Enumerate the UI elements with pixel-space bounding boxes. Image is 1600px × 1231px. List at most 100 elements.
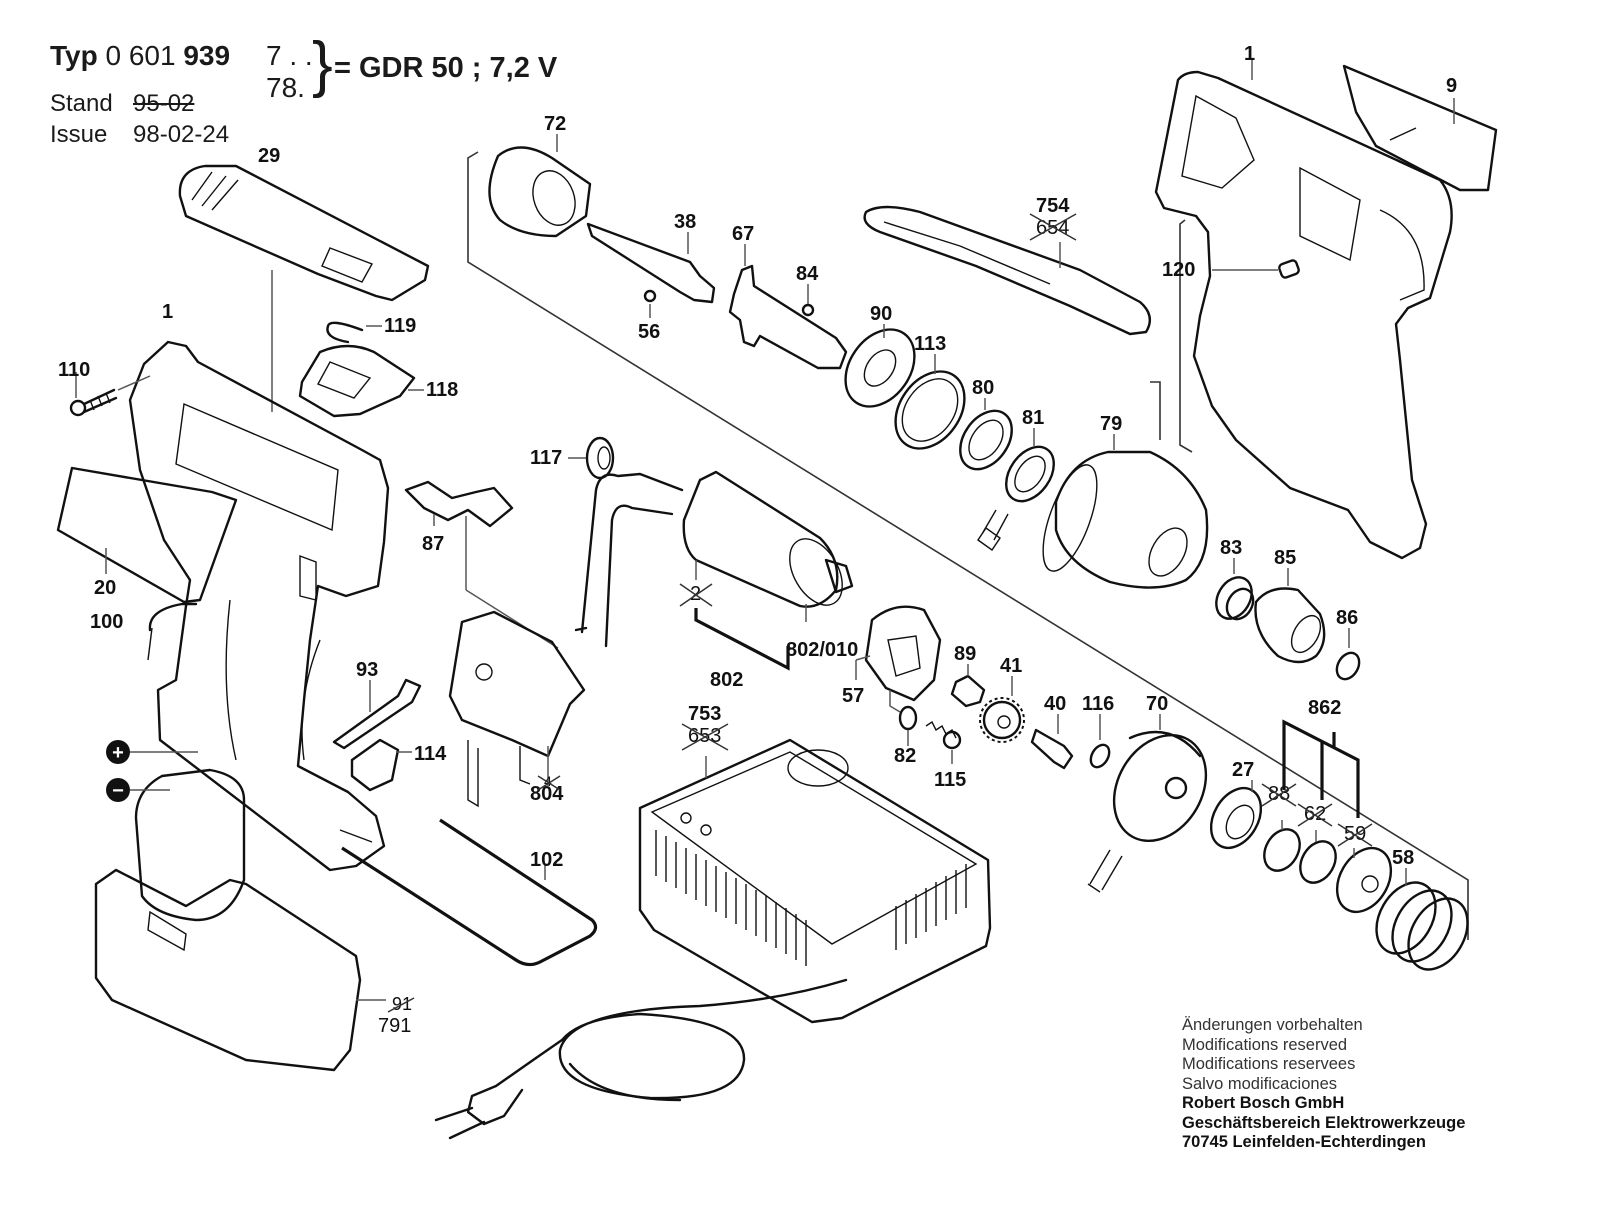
label-90: 90 — [870, 303, 892, 325]
footer-line-de: Änderungen vorbehalten — [1182, 1016, 1363, 1034]
part-80-needle-sleeve — [959, 398, 1013, 471]
label-38: 38 — [674, 211, 696, 233]
label-4-struck: 4 — [544, 773, 552, 789]
part-29-battery-cover — [178, 164, 430, 412]
label-119: 119 — [384, 315, 416, 337]
label-79: 79 — [1100, 413, 1122, 435]
power-cord — [434, 978, 848, 1140]
label-67: 67 — [732, 223, 754, 245]
part-89-bush — [950, 664, 986, 708]
brace: } — [312, 30, 333, 99]
part-72-anvil-sleeve — [488, 134, 592, 238]
part-87-switch-slider — [404, 480, 559, 649]
part-85-sleeve — [1254, 568, 1326, 664]
part-88-bearing-ring — [1263, 820, 1301, 872]
typ-number-bold: 939 — [183, 40, 231, 71]
variant-suffix-2: 78. — [266, 72, 305, 103]
part-117-seal — [568, 436, 615, 480]
stand-label: Stand — [50, 90, 113, 117]
part-110-screw — [69, 372, 151, 417]
part-27-ball-bearing — [1209, 780, 1263, 850]
label-791: 791 — [378, 1015, 411, 1037]
part-82-washer — [889, 690, 918, 746]
label-120: 120 — [1162, 259, 1195, 281]
model-designation: = GDR 50 ; 7,2 V — [334, 52, 558, 84]
label-115: 115 — [934, 769, 966, 791]
label-58: 58 — [1392, 847, 1414, 869]
part-9-nameplate — [1342, 64, 1498, 192]
footer-line-es: Salvo modificaciones — [1182, 1074, 1337, 1093]
label-70: 70 — [1146, 693, 1168, 715]
group-862-bracket — [1282, 719, 1360, 818]
minus-terminal-icon — [106, 778, 130, 802]
label-116: 116 — [1082, 693, 1114, 715]
label-83: 83 — [1220, 537, 1242, 559]
label-100: 100 — [90, 611, 123, 633]
footer-address: 70745 Leinfelden-Echterdingen — [1182, 1133, 1426, 1151]
label-102: 102 — [530, 849, 563, 871]
part-labels: 1 9 1 20 27 29 38 40 41 56 57 58 67 70 7… — [58, 43, 1457, 1037]
issue-value: 98-02-24 — [133, 121, 230, 148]
typ-label: Typ — [50, 40, 98, 71]
label-1-left: 1 — [162, 301, 173, 323]
part-86-retaining-ring — [1335, 628, 1361, 681]
part-90-washer — [844, 324, 916, 408]
label-40: 40 — [1044, 693, 1066, 715]
part-114-bit-holder — [350, 738, 412, 792]
label-84: 84 — [796, 263, 819, 285]
label-20: 20 — [94, 577, 116, 599]
label-93: 93 — [356, 659, 378, 681]
label-754: 754 — [1036, 195, 1070, 217]
footer-line-en: Modifications reserved — [1182, 1035, 1348, 1054]
label-110: 110 — [58, 359, 90, 381]
label-62-struck: 62 — [1304, 803, 1326, 825]
label-87: 87 — [422, 533, 444, 555]
part-754-wrist-strap — [863, 205, 1152, 336]
part-81-sealing-ring — [977, 428, 1055, 551]
label-753: 753 — [688, 703, 721, 725]
part-40-shaft-pin — [1030, 714, 1074, 770]
label-9: 9 — [1446, 75, 1457, 97]
part-113-o-ring — [894, 354, 966, 450]
label-85: 85 — [1274, 547, 1296, 569]
label-86: 86 — [1336, 607, 1358, 629]
label-89: 89 — [954, 643, 976, 665]
plus-terminal-icon — [106, 740, 130, 764]
label-29: 29 — [258, 145, 280, 167]
part-118-latch — [298, 344, 416, 418]
part-70-hammer-disc — [1087, 714, 1208, 893]
part-58-compression-spring — [1375, 868, 1469, 971]
label-862: 862 — [1308, 697, 1341, 719]
label-82: 82 — [894, 745, 916, 767]
part-116-circlip — [1089, 714, 1111, 769]
label-80: 80 — [972, 377, 994, 399]
label-56: 56 — [638, 321, 660, 343]
part-115-spring — [925, 720, 962, 764]
variant-suffix-1: 7 . . — [266, 40, 313, 71]
label-81: 81 — [1022, 407, 1044, 429]
label-72: 72 — [544, 113, 566, 135]
label-27: 27 — [1232, 759, 1254, 781]
minus-terminal-label: − — [112, 780, 124, 802]
part-79-front-housing — [1042, 434, 1209, 589]
part-1-housing-right — [1154, 60, 1453, 560]
plus-terminal-label: + — [112, 742, 124, 764]
label-802-010: 802/010 — [786, 639, 858, 661]
assembly-frame — [467, 151, 1469, 940]
stand-value-struck: 95-02 — [133, 90, 195, 117]
footer-division: Geschäftsbereich Elektrowerkzeuge — [1182, 1113, 1466, 1132]
part-120-pin — [1212, 259, 1300, 279]
label-802: 802 — [710, 669, 743, 691]
label-804: 804 — [530, 783, 564, 805]
label-88-struck: 88 — [1268, 783, 1290, 805]
part-753-charger — [638, 738, 992, 1024]
footer-company: Robert Bosch GmbH — [1182, 1094, 1345, 1112]
part-38-spindle — [586, 222, 716, 318]
label-113: 113 — [914, 333, 946, 355]
part-62-bearing — [1299, 830, 1337, 884]
footer-line-fr: Modifications reservees — [1182, 1055, 1356, 1073]
label-59-struck: 59 — [1344, 823, 1366, 845]
part-83-spring — [1215, 558, 1255, 621]
part-102-cable-loop — [341, 818, 598, 967]
